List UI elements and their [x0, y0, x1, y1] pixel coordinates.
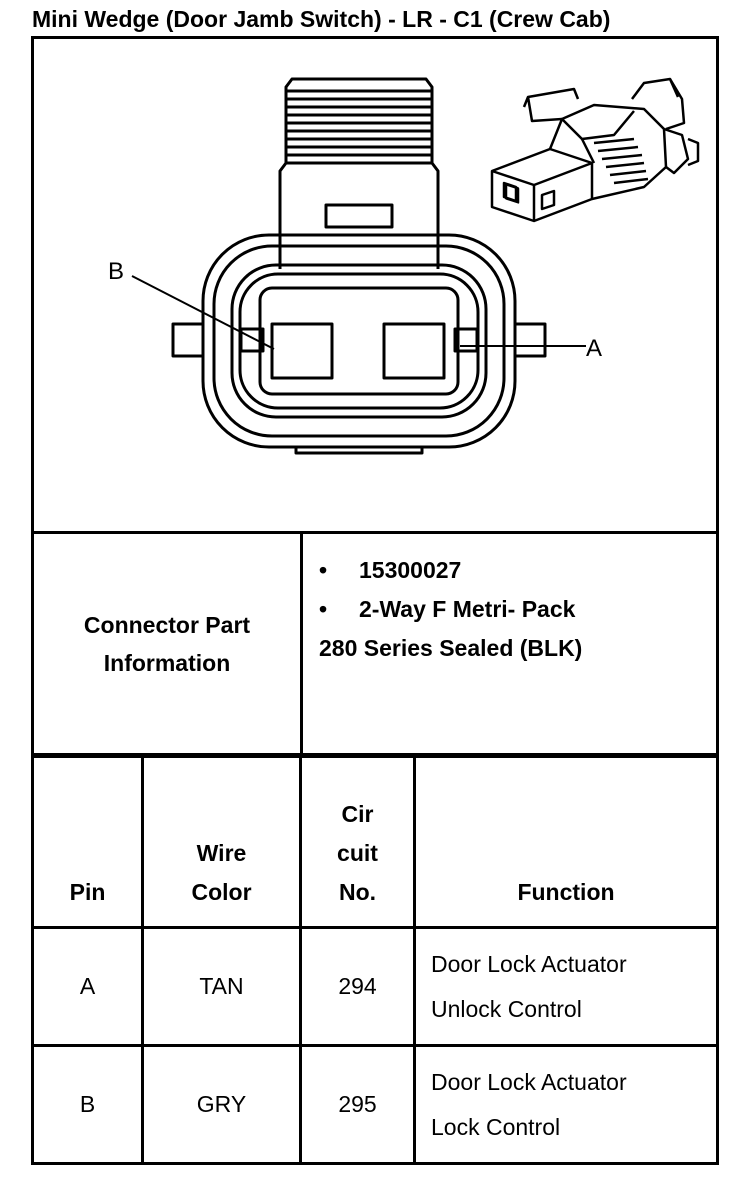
connector-series: 280 Series Sealed (BLK)	[319, 635, 583, 661]
connector-info-row: Connector Part Information • 15300027 • 2-…	[31, 531, 719, 756]
connector-info-table: Connector Part Information • 15300027 • 2-…	[31, 531, 719, 756]
isometric-connector-view	[490, 77, 700, 223]
part-number: 15300027	[359, 557, 462, 583]
table-row: B GRY 295 Door Lock Actuator Lock Contro…	[31, 1044, 719, 1165]
cavity-a	[382, 322, 446, 380]
cavity-b	[270, 322, 334, 380]
connector-info-label-line2: Information	[103, 649, 231, 676]
function-cell: Door Lock Actuator Lock Control	[413, 1044, 719, 1165]
connector-info-value: • 15300027 • 2-Way F Metri- Pack 280 Serie…	[300, 531, 719, 756]
header-pin: Pin	[31, 755, 144, 929]
connector-body	[171, 233, 547, 455]
bullet-icon: •	[319, 557, 328, 583]
connector-face-drawing: B A	[108, 77, 700, 455]
connector-info-label: Connector Part Information	[31, 531, 303, 756]
connector-diagram: B A	[31, 36, 719, 534]
table-row: A TAN 294 Door Lock Actuator Unlock Cont…	[31, 926, 719, 1047]
label-a: A	[586, 335, 602, 362]
wire-color-cell: GRY	[141, 1044, 302, 1165]
header-wire-color: Wire Color	[141, 755, 302, 929]
part-number-item: • 15300027	[319, 551, 716, 590]
connector-type: 2-Way F Metri- Pack	[359, 596, 576, 622]
connector-type-item: • 2-Way F Metri- Pack	[319, 590, 716, 629]
pin-cell: B	[31, 1044, 144, 1165]
label-b: B	[108, 258, 124, 285]
circuit-cell: 294	[299, 926, 416, 1047]
page-title: Mini Wedge (Door Jamb Switch) - LR - C1 …	[32, 6, 611, 32]
bullet-icon: •	[319, 596, 328, 622]
latch-housing	[278, 77, 440, 269]
leader-line-b	[131, 275, 275, 350]
pin-table-header-row: Pin Wire Color Cir cuit No. Function	[31, 755, 719, 929]
header-circuit-no: Cir cuit No.	[299, 755, 416, 929]
header-function: Function	[413, 755, 719, 929]
connector-info-label-line1: Connector Part	[83, 611, 251, 638]
pin-table: Pin Wire Color Cir cuit No. Function A T…	[31, 755, 719, 1165]
pin-cell: A	[31, 926, 144, 1047]
function-cell: Door Lock Actuator Unlock Control	[413, 926, 719, 1047]
circuit-cell: 295	[299, 1044, 416, 1165]
wire-color-cell: TAN	[141, 926, 302, 1047]
